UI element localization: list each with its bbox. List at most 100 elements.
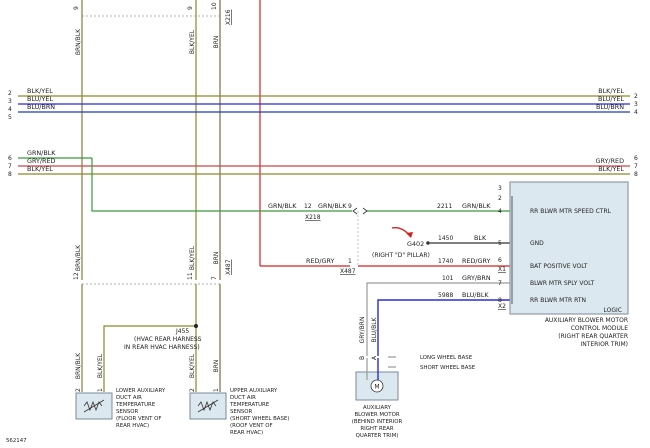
top-wire-pin-9a: 9 <box>73 6 80 10</box>
bus-left-num-5: 5 <box>8 114 12 121</box>
sensor-upper-line-2: DUCT AIR <box>230 395 256 401</box>
motor-name-line-4: RIGHT REAR <box>360 426 393 432</box>
top-wire-pin-10: 10 <box>211 2 218 10</box>
lower-wire-pin-7: 7 <box>211 276 218 280</box>
top-wire-pin-9b: 9 <box>187 6 194 10</box>
sensor-upper-line-7: REAR HVAC) <box>230 430 263 436</box>
lower-wire-label-brn: BRN <box>213 252 220 265</box>
sensor-lower-line-4: SENSOR <box>116 409 139 415</box>
red-gry-connector: X487 <box>340 268 356 275</box>
bus-left-label-3: BLU/BRN <box>27 103 55 111</box>
motor-name-line-5: QUARTER TRIM) <box>356 433 399 439</box>
module-pin-2: 2 <box>498 195 502 202</box>
ground-circuit: 1450 <box>438 235 453 242</box>
bus-right-num-2: 2 <box>634 93 638 100</box>
grn-blk-label-2: GRN/BLK <box>318 202 347 210</box>
ground-name: G402 <box>407 240 424 248</box>
bus-right-num-8: 8 <box>634 171 638 178</box>
bus-right-label-5: GRY/RED <box>596 157 625 165</box>
bus-left-label-1: BLK/YEL <box>27 87 53 95</box>
sensor-upper-line-3: TEMPERATURE <box>229 402 270 408</box>
red-gry-label-right: RED/GRY <box>462 257 491 265</box>
ground-location: (RIGHT "D" PILLAR) <box>372 252 430 259</box>
grn-blk-run: GRN/BLK 12 GRN/BLK 9 X218 2211 GRN/BLK <box>91 158 512 221</box>
module-connector-x2: X2 <box>498 303 506 310</box>
splice-desc-1: (HVAC REAR HARNESS <box>134 336 202 343</box>
bus-right-num-3: 3 <box>634 101 638 108</box>
sensor-upper-line-4: SENSOR <box>230 409 253 415</box>
motor-pin-b: B <box>359 356 366 360</box>
bus-right-num-7: 7 <box>634 163 638 170</box>
bus-left-num-8: 8 <box>8 171 12 178</box>
motor-wire-label-gry-brn: GRY/BRN <box>359 317 366 344</box>
bus-left-num-6: 6 <box>8 155 12 162</box>
red-gry-pin: 1 <box>348 258 352 265</box>
grn-blk-connector: X218 <box>305 214 321 221</box>
motor-name-line-2: BLOWER MOTOR <box>354 412 399 418</box>
grn-blk-label: GRN/BLK <box>268 202 297 210</box>
ground-run: 1450 BLK G402 (RIGHT "D" PILLAR) <box>372 226 512 259</box>
sensor-upper-line-5: (SHORT WHEEL BASE) <box>230 416 289 422</box>
top-vertical-wires: BRN/BLK 9 BLK/YEL 9 BRN 10 X216 <box>73 0 232 280</box>
blu-blk-label: BLU/BLK <box>462 291 489 299</box>
module-name-line-2: CONTROL MODULE <box>571 325 628 332</box>
figure-id: 562147 <box>6 438 27 444</box>
wheelbase-note-long: LONG WHEEL BASE <box>420 355 473 361</box>
sensor-wire-label-2: BLK/YEL <box>97 353 104 378</box>
bus-left-label-2: BLU/YEL <box>27 95 53 103</box>
bus-left-num-3: 3 <box>8 98 12 105</box>
gry-brn-label: GRY/BRN <box>462 274 491 282</box>
blower-motor: M AUXILIARY BLOWER MOTOR (BEHIND INTERIO… <box>352 355 476 439</box>
module-logic: LOGIC <box>604 307 622 314</box>
thermistor-icon-2 <box>197 399 219 413</box>
motor-icon <box>370 379 384 393</box>
splice-dot <box>194 324 198 328</box>
module-connector-x1: X1 <box>498 266 506 273</box>
bus-left-num-2: 2 <box>8 90 12 97</box>
gry-brn-circuit: 101 <box>442 275 454 282</box>
sensor-wire-label-4: BRN <box>213 360 220 373</box>
red-gry-run: RED/GRY 1 X487 1740 RED/GRY <box>260 211 512 275</box>
wheelbase-note-short: SHORT WHEEL BASE <box>420 365 476 371</box>
lower-wire-pin-11: 11 <box>187 272 194 280</box>
grn-blk-circuit: 2211 <box>437 203 452 210</box>
motor-name-line-3: (BEHIND INTERIOR <box>352 419 403 425</box>
motor-name-line-1: AUXILIARY <box>363 405 392 411</box>
splice-name: J455 <box>175 328 189 335</box>
top-wire-label-blk-yel: BLK/YEL <box>189 29 196 54</box>
sensor-wire-pin-3: 2 <box>189 388 196 392</box>
top-wire-label-brn: BRN <box>213 36 220 49</box>
motor-pin-a: A <box>371 355 378 360</box>
lower-temp-sensor: LOWER AUXILIARY DUCT AIR TEMPERATURE SEN… <box>75 388 166 429</box>
grn-blk-pin-12: 12 <box>304 203 312 210</box>
red-gry-circuit: 1740 <box>438 258 453 265</box>
module-signal-sply: BLWR MTR SPLY VOLT <box>530 280 595 287</box>
bus-left-num-4: 4 <box>8 106 12 113</box>
sensor-wire-label-1: BRN/BLK <box>75 352 82 379</box>
module-pin-6: 6 <box>498 257 502 264</box>
ground-label: BLK <box>474 234 487 242</box>
motor-runs: 101 GRY/BRN 5988 BLU/BLK GRY/BRN BLU/BLK… <box>359 274 512 360</box>
bus-right-num-4: 4 <box>634 109 638 116</box>
bus-right-label-2: BLU/YEL <box>598 95 624 103</box>
lower-wire-pin-12: 12 <box>73 272 80 280</box>
module-pin-5: 5 <box>498 240 502 247</box>
bus-left-label-5: GRY/RED <box>27 157 56 165</box>
blower-control-module: RR BLWR MTR SPEED CTRL GND BAT POSITIVE … <box>498 181 629 348</box>
bus-right-num-6: 6 <box>634 155 638 162</box>
sensor-upper-line-1: UPPER AUXILIARY <box>230 388 278 394</box>
bus-left-label-4: GRN/BLK <box>27 149 56 157</box>
blu-blk-circuit: 5988 <box>438 292 453 299</box>
top-connector-label: X216 <box>225 9 232 25</box>
bus-right-label-1: BLK/YEL <box>598 87 624 95</box>
bus-left-label-6: BLK/YEL <box>27 165 53 173</box>
grn-blk-label-right: GRN/BLK <box>462 202 491 210</box>
module-signal-speed: RR BLWR MTR SPEED CTRL <box>530 208 612 215</box>
sensor-lower-line-1: LOWER AUXILIARY <box>116 388 166 394</box>
bus-wires: BLK/YEL BLU/YEL BLU/BRN GRN/BLK GRY/RED … <box>8 87 638 178</box>
sensor-lower-line-2: DUCT AIR <box>116 395 142 401</box>
module-pin-7: 7 <box>498 280 502 287</box>
module-pin-4: 4 <box>498 208 502 215</box>
sensor-lower-line-3: TEMPERATURE <box>115 402 156 408</box>
